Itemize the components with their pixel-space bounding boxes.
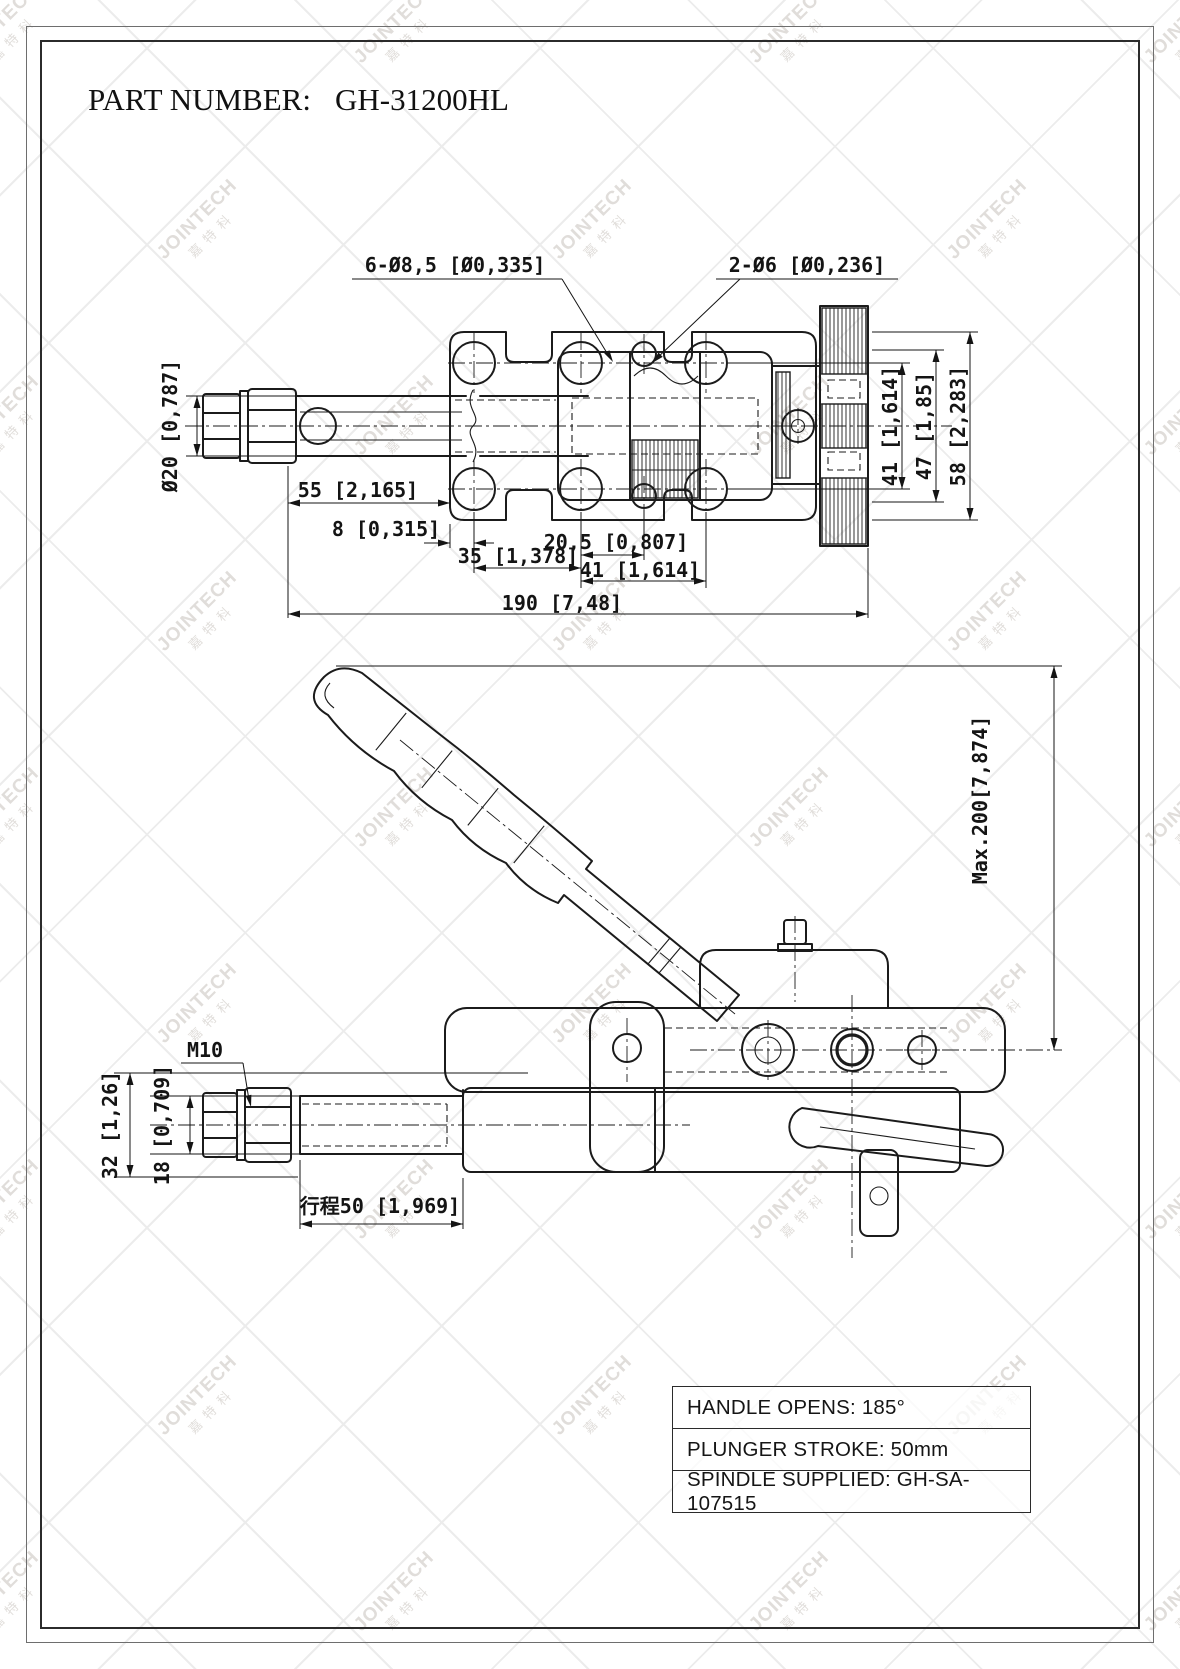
dim-hole-pitch-41: 41 [1,614] <box>580 558 700 582</box>
plunger-rod-side <box>299 1089 464 1161</box>
handle <box>313 667 740 1022</box>
callout-thread: M10 <box>187 1038 223 1062</box>
top-view-dimension-arrows <box>193 332 974 618</box>
release-link <box>788 1107 1004 1237</box>
spec-row-plunger-stroke: PLUNGER STROKE: 50mm <box>673 1428 1030 1470</box>
dim-max-height: Max.200[7,874] <box>968 716 992 885</box>
side-view-centerlines <box>150 739 1062 1258</box>
base-plate <box>449 331 817 521</box>
side-view: M10 32 [1,26] 18 [0,709] 行程50 [1,969] Ma… <box>98 665 1062 1258</box>
dim-small-hole-offset: 20,5 [0,807] <box>544 530 689 554</box>
carriage-block <box>557 351 773 501</box>
spindle-nuts-side <box>202 1087 292 1163</box>
mounting-holes <box>452 341 728 511</box>
plunger-rod-top <box>295 389 589 463</box>
dim-hole-pitch-35: 35 [1,378] <box>458 544 578 568</box>
dim-total-length: 190 [7,48] <box>502 591 622 615</box>
top-view-dimension-lines <box>186 278 978 618</box>
dim-body-width: 47 [1,85] <box>912 372 936 480</box>
dim-hole-row-pitch: 41 [1,614] <box>878 366 902 486</box>
knurled-rail <box>819 305 869 547</box>
dim-plunger-stroke: 行程50 [1,969] <box>299 1194 460 1218</box>
spec-table: HANDLE OPENS: 185° PLUNGER STROKE: 50mm … <box>672 1386 1031 1515</box>
dim-overall-width: 58 [2,283] <box>946 366 970 486</box>
part-number-title: PART NUMBER: GH-31200HL <box>88 82 509 118</box>
spec-row-handle-opens: HANDLE OPENS: 185° <box>687 1395 906 1419</box>
callout-large-holes: 6-Ø8,5 [Ø0,335] <box>365 253 546 277</box>
side-view-dimension-lines <box>114 665 1062 1229</box>
callout-small-holes: 2-Ø6 [Ø0,236] <box>729 253 886 277</box>
dim-edge-to-hole: 8 [0,315] <box>332 517 440 541</box>
side-view-dimension-arrows <box>126 666 1058 1228</box>
spec-row-spindle-supplied: SPINDLE SUPPLIED: GH-SA-107515 <box>673 1468 1030 1515</box>
dim-spindle-diameter: Ø20 [0,787] <box>158 360 182 493</box>
dim-nut-width: 32 [1,26] <box>98 1071 122 1179</box>
dim-spindle-length: 55 [2,165] <box>298 478 418 502</box>
part-number-label: PART NUMBER: <box>88 82 311 117</box>
part-number-value: GH-31200HL <box>334 82 509 117</box>
clamp-body <box>444 919 1006 1173</box>
dim-rod-diameter: 18 [0,709] <box>150 1065 174 1185</box>
top-view: 6-Ø8,5 [Ø0,335] 2-Ø6 [Ø0,236] Ø20 [0,787… <box>158 253 978 618</box>
rear-block <box>771 365 821 485</box>
